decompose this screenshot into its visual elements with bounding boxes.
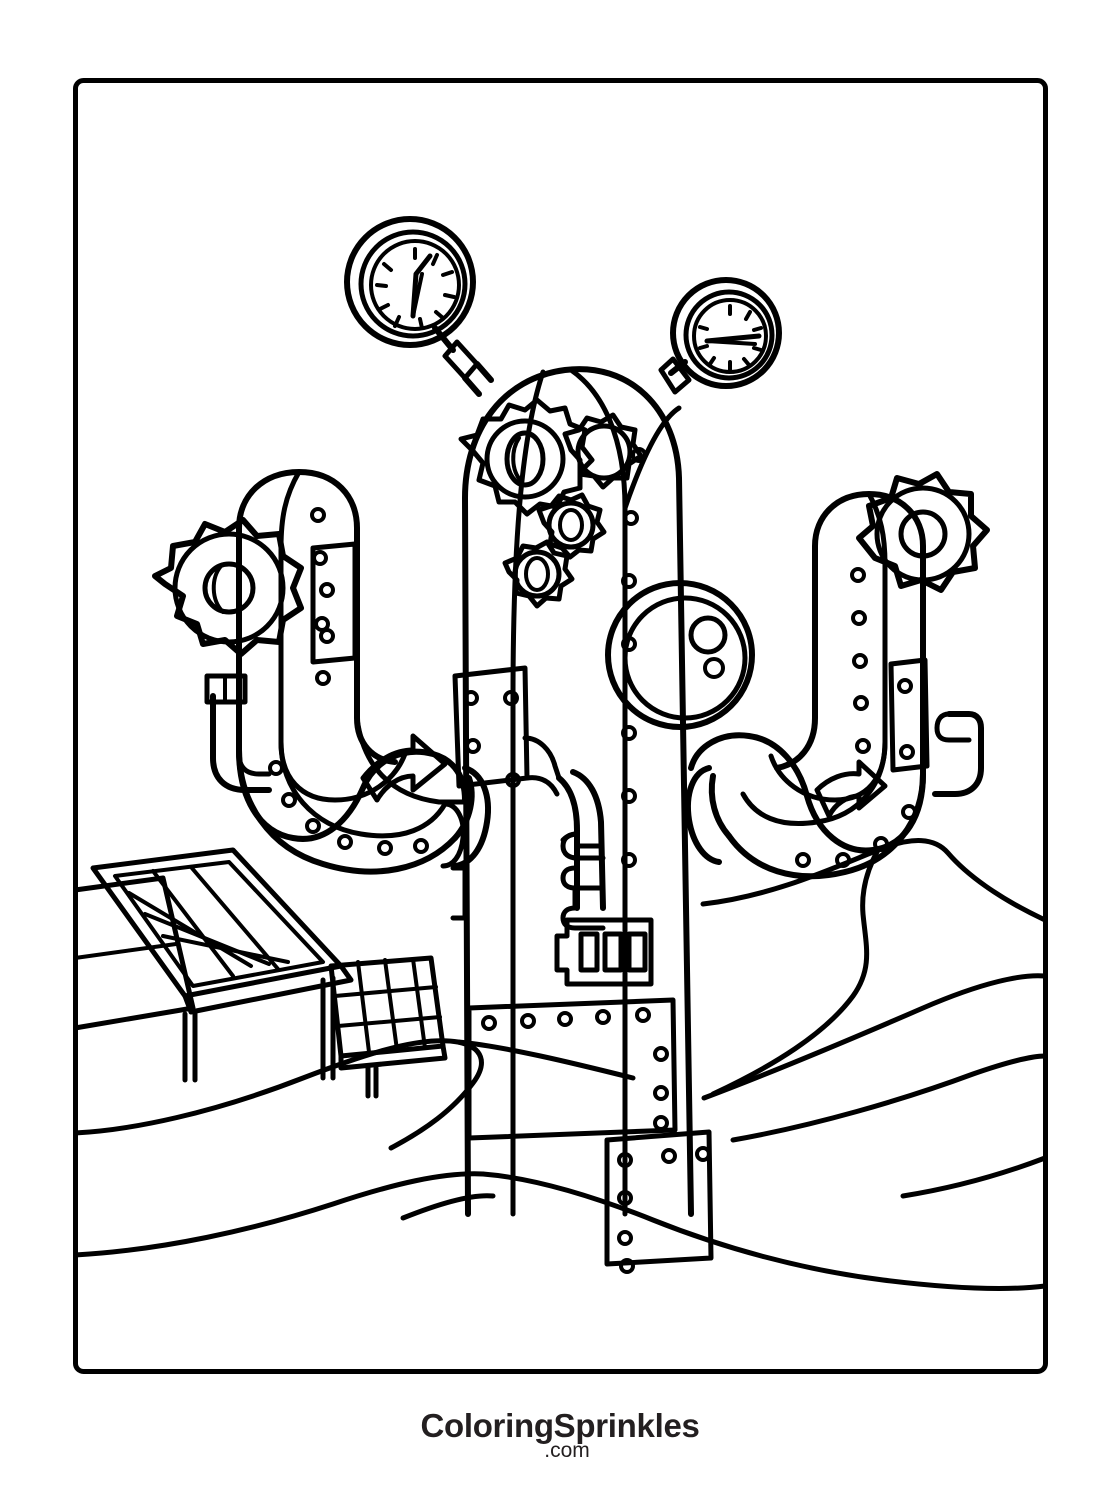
gear-left-arm [152,517,304,657]
solar-panel-primary [90,847,354,1083]
gear-head-small [502,539,575,609]
armor-plate-lower [604,1129,714,1274]
brand-wordmark: ColoringSprinkles [420,1407,700,1444]
coloring-illustration [73,78,1048,1374]
pressure-gauge-small [658,277,782,395]
side-bracket [450,865,468,921]
gear-right-arm [856,471,990,593]
right-arm [685,491,984,880]
artwork-frame [73,78,1048,1374]
artwork-border [73,78,1048,1374]
trunk-rivets [621,447,647,868]
left-arm [204,469,491,875]
footer-branding: ColoringSprinkles .com [0,1408,1120,1462]
battery-indicator [554,917,654,987]
porthole-lens [605,580,755,730]
gear-head-back [536,492,607,560]
pressure-gauge-large [344,216,494,397]
brand-tld: .com [544,1439,590,1462]
sand-dunes [73,838,1048,1291]
gear-head-mid [562,412,644,490]
corrugated-hose [452,665,606,931]
gear-head-large [458,397,595,517]
solar-panel-secondary [328,955,448,1099]
solar-panel-array [73,847,448,1099]
armor-plate-upper [466,997,678,1141]
